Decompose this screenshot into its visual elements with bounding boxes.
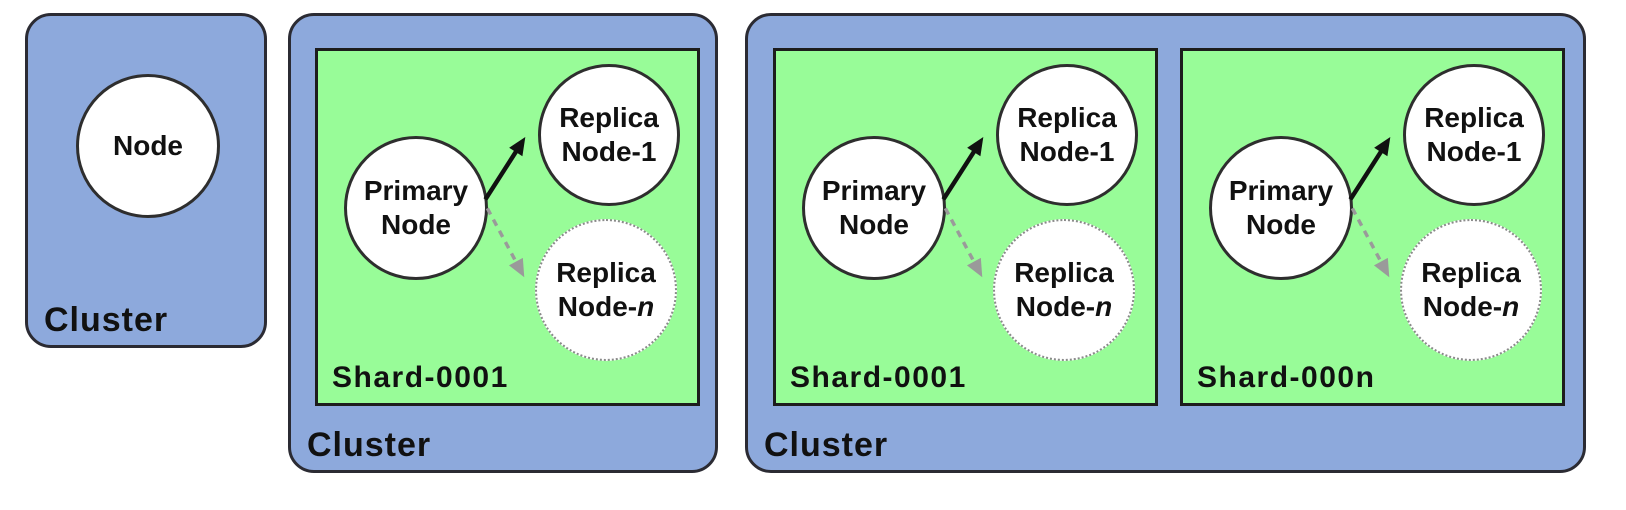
shard-box: Primary Node Replica Node-1 Replica Node… [773, 48, 1158, 406]
replica-node-1-circle: Replica Node-1 [996, 64, 1138, 206]
replication-arrow-solid [483, 137, 526, 201]
cluster-label: Cluster [764, 426, 889, 464]
cluster-single-node: Node Cluster [25, 13, 267, 348]
replica-node-1-label-line1: Replica [1017, 102, 1117, 133]
replica-node-1-label-line2: Node-1 [1426, 136, 1522, 167]
replication-arrow-solid [1348, 137, 1391, 201]
primary-node-circle: Primary Node [802, 136, 946, 280]
replication-arrow-dashed [485, 207, 525, 278]
replica-node-n-label-line2: Node-n [1422, 291, 1520, 322]
shard-box: Primary Node Replica Node-1 Replica Node… [315, 48, 700, 406]
primary-node-label-line2: Node [381, 209, 451, 240]
primary-node-label-line2: Node [1246, 209, 1316, 240]
replica-node-1-label-line1: Replica [559, 102, 659, 133]
primary-node-circle: Primary Node [344, 136, 488, 280]
primary-node-label-line1: Primary [363, 175, 469, 206]
replication-arrow-dashed [943, 207, 983, 278]
replica-node-n-circle: Replica Node-n [535, 219, 677, 361]
replication-arrow-dashed [1350, 207, 1390, 278]
primary-node-circle: Primary Node [1209, 136, 1353, 280]
shard-box: Primary Node Replica Node-1 Replica Node… [1180, 48, 1565, 406]
replica-node-1-circle: Replica Node-1 [538, 64, 680, 206]
shard-label: Shard-000n [1197, 361, 1376, 394]
replica-node-n-label-line1: Replica [1014, 257, 1114, 288]
cluster-one-shard: Primary Node Replica Node-1 Replica Node… [288, 13, 718, 473]
shard-label: Shard-0001 [332, 361, 509, 394]
node-label: Node [113, 130, 183, 161]
cluster-label: Cluster [307, 426, 432, 464]
cluster-multi-shard: Primary Node Replica Node-1 Replica Node… [745, 13, 1586, 473]
replication-arrow-solid [941, 137, 984, 201]
replica-node-n-label-line1: Replica [556, 257, 656, 288]
replica-node-n-label-line2: Node-n [1015, 291, 1113, 322]
replica-node-n-circle: Replica Node-n [993, 219, 1135, 361]
replica-node-n-label-line2: Node-n [557, 291, 655, 322]
replica-node-1-label-line2: Node-1 [1019, 136, 1115, 167]
replica-node-n-circle: Replica Node-n [1400, 219, 1542, 361]
primary-node-label-line2: Node [839, 209, 909, 240]
cluster-label: Cluster [44, 301, 169, 339]
primary-node-label-line1: Primary [821, 175, 927, 206]
replica-node-1-label-line1: Replica [1424, 102, 1524, 133]
primary-node-label-line1: Primary [1228, 175, 1334, 206]
replica-node-n-label-line1: Replica [1421, 257, 1521, 288]
shard-label: Shard-0001 [790, 361, 967, 394]
replica-node-1-circle: Replica Node-1 [1403, 64, 1545, 206]
node-circle: Node [76, 74, 220, 218]
replica-node-1-label-line2: Node-1 [561, 136, 657, 167]
